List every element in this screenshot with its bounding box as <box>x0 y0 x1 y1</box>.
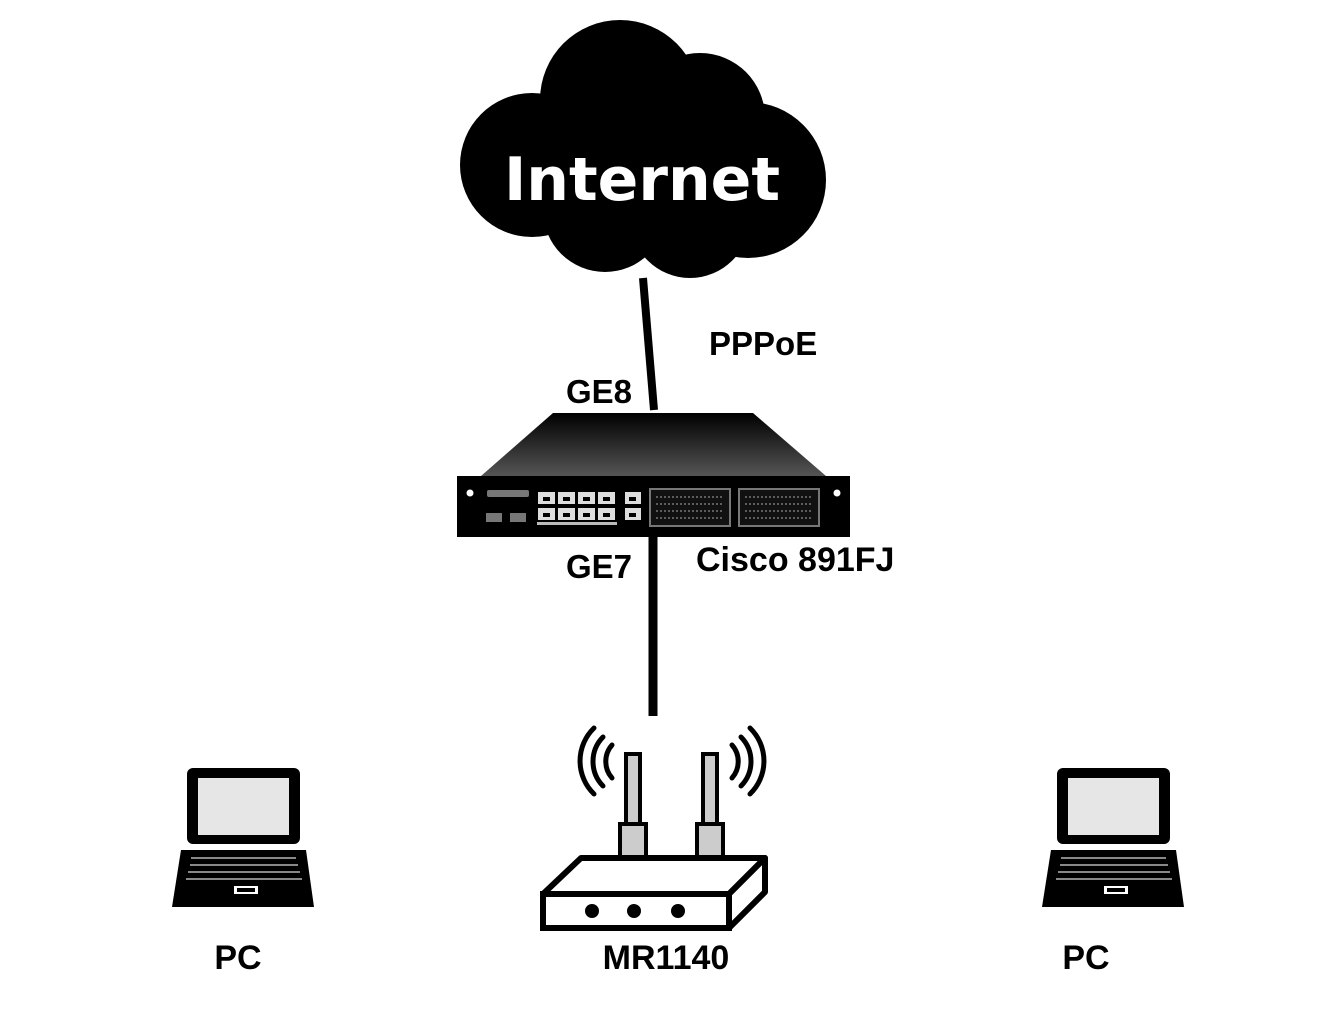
ge7-port-label: GE7 <box>566 548 632 585</box>
laptop-icon-right <box>1042 768 1184 907</box>
pc-left-label: PC <box>214 939 261 977</box>
ge8-port-label: GE8 <box>566 373 632 410</box>
internet-label: Internet <box>504 145 780 215</box>
access-point-label: MR1140 <box>603 939 730 977</box>
access-point-icon <box>540 725 768 931</box>
router-label: Cisco 891FJ <box>696 541 894 579</box>
pc-right-label: PC <box>1062 939 1109 977</box>
left-wifi-waves-icon <box>577 725 615 797</box>
wan-link <box>639 277 658 411</box>
router-icon <box>457 413 850 537</box>
laptop-icon-left <box>172 768 314 907</box>
pppoe-label: PPPoE <box>709 325 817 362</box>
right-wifi-waves-icon <box>729 725 767 797</box>
internet-cloud: Internet <box>460 20 826 278</box>
